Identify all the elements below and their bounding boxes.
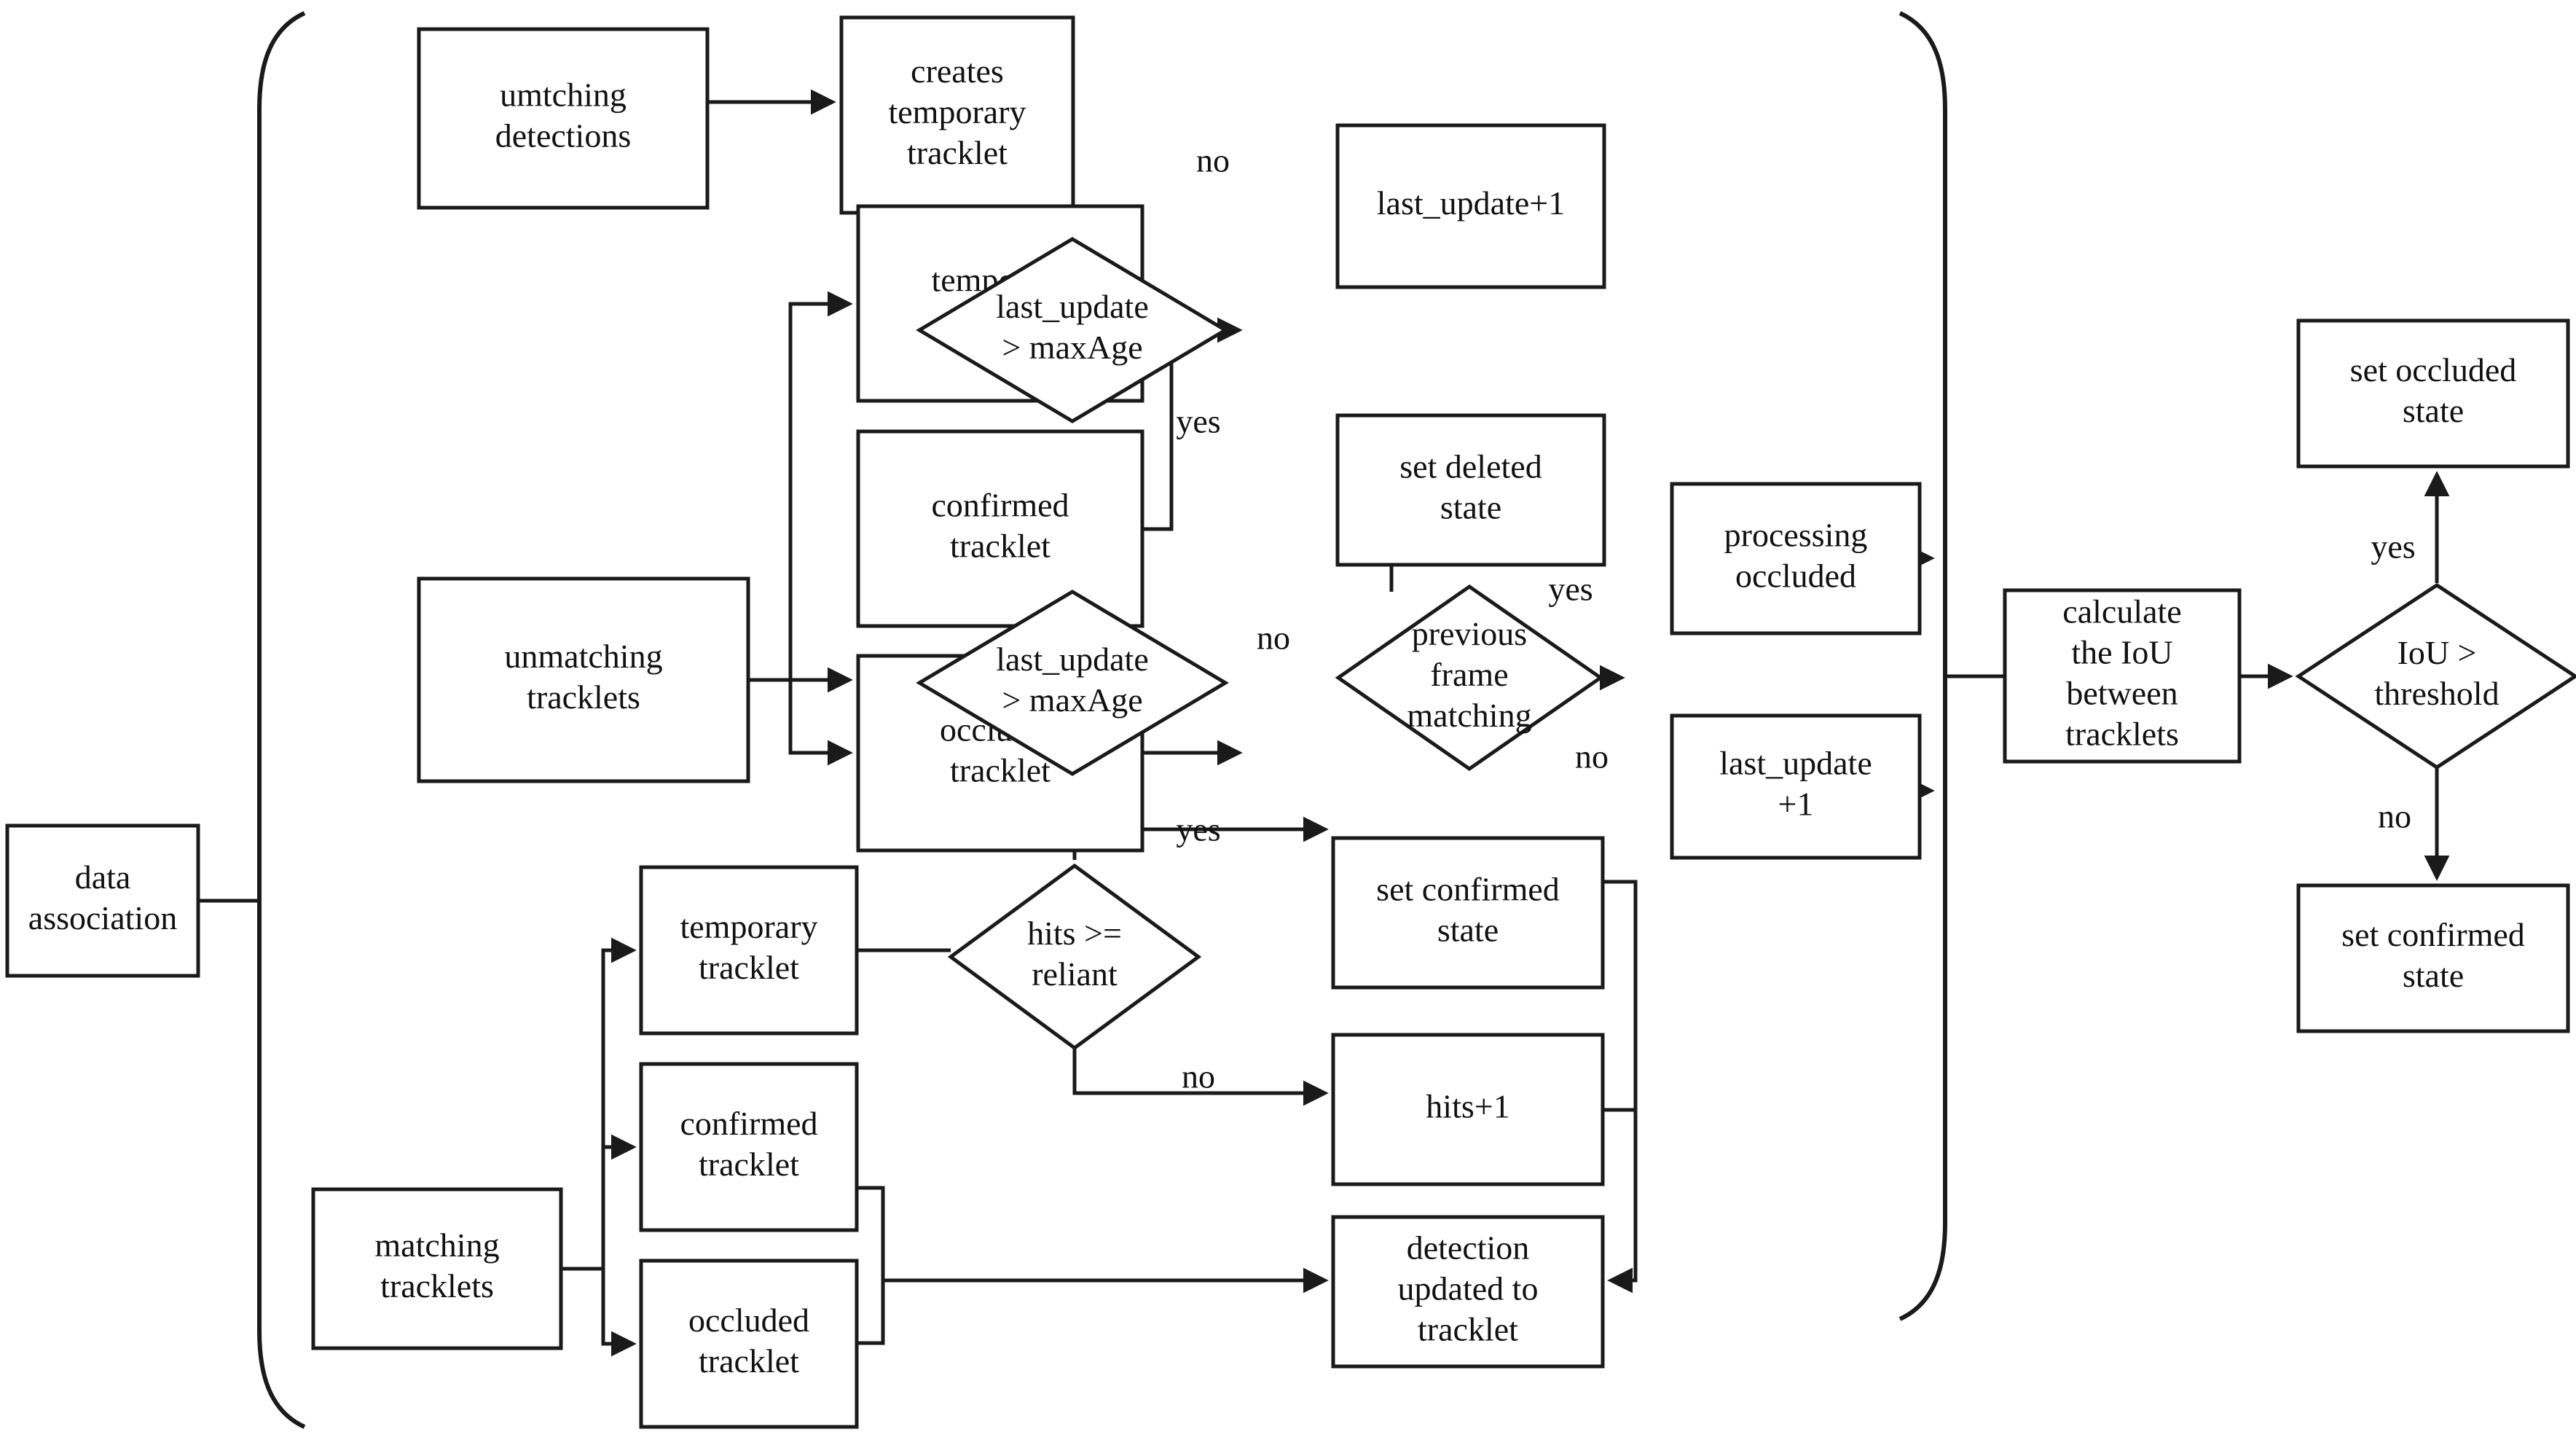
process-shape bbox=[639, 1062, 859, 1232]
decision-shape bbox=[947, 863, 1202, 1051]
edge-label-no_iou: no bbox=[2378, 798, 2411, 835]
process-shape bbox=[5, 823, 200, 978]
edge-confirmed-hits-to-detection bbox=[1603, 880, 1638, 1294]
edge-hits-no bbox=[1072, 1042, 1329, 1106]
process-shape bbox=[1670, 713, 1922, 860]
node-label: last_update> maxAge bbox=[996, 288, 1149, 366]
edge-label-no_top: no bbox=[1196, 142, 1230, 179]
decision-shape bbox=[916, 590, 1229, 776]
process-shape bbox=[2003, 588, 2242, 764]
process-shape bbox=[1331, 1215, 1605, 1369]
edge-labels-layer: no yes no yes no yes no yes no bbox=[1176, 142, 2415, 1095]
node-diamond_age_bottom[interactable]: last_update> maxAge bbox=[916, 590, 1229, 776]
node-diamond_hits[interactable]: hits >=reliant bbox=[947, 863, 1202, 1051]
decision-shape bbox=[1335, 584, 1604, 772]
edge-matching-fanout bbox=[561, 937, 637, 1357]
node-last_update_plus1_bot[interactable]: last_update+1 bbox=[1670, 713, 1922, 860]
node-label: IoU >threshold bbox=[2374, 634, 2499, 712]
node-hits_plus1[interactable]: hits+1 bbox=[1331, 1033, 1605, 1186]
left-brace bbox=[198, 11, 306, 1429]
edge-unmatching-fanout bbox=[748, 291, 853, 766]
edge-label-no_prevframe: no bbox=[1257, 619, 1290, 657]
node-label: last_update+1 bbox=[1377, 184, 1565, 222]
process-shape bbox=[1335, 413, 1606, 567]
process-shape bbox=[417, 576, 750, 783]
edge-label-no_lastupdate: no bbox=[1575, 738, 1609, 775]
edge-label-yes_deleted: yes bbox=[1176, 403, 1220, 440]
process-shape bbox=[856, 429, 1144, 628]
process-shape bbox=[639, 1259, 859, 1429]
process-shape bbox=[311, 1187, 563, 1350]
process-shape bbox=[1331, 1033, 1605, 1186]
edge-mconf-moccl-merge bbox=[857, 1186, 1329, 1345]
node-label: last_update+1 bbox=[1719, 744, 1872, 822]
node-diamond_iou[interactable]: IoU >threshold bbox=[2295, 583, 2576, 770]
node-diamond_age_top[interactable]: last_update> maxAge bbox=[916, 237, 1229, 423]
decision-shape bbox=[2295, 583, 2576, 770]
node-label: last_update> maxAge bbox=[996, 641, 1149, 719]
process-shape bbox=[2296, 883, 2570, 1033]
process-shape bbox=[417, 27, 710, 210]
process-shape bbox=[1331, 836, 1605, 990]
node-label: hits+1 bbox=[1426, 1087, 1509, 1124]
decision-shape bbox=[916, 237, 1229, 423]
process-shape bbox=[2296, 318, 2570, 469]
node-last_update_plus1_top[interactable]: last_update+1 bbox=[1335, 123, 1606, 289]
edge-label-yes_occluded: yes bbox=[1548, 571, 1593, 608]
edge-label-yes_hits: yes bbox=[1176, 811, 1220, 848]
right-brace bbox=[1898, 11, 2005, 1321]
process-shape bbox=[639, 865, 859, 1036]
node-label: hits >=reliant bbox=[1027, 915, 1122, 993]
edge-label-no_hits: no bbox=[1182, 1058, 1215, 1095]
edge-label-yes_iou: yes bbox=[2371, 528, 2415, 566]
process-shape bbox=[1335, 123, 1606, 289]
process-shape bbox=[1670, 482, 1922, 635]
